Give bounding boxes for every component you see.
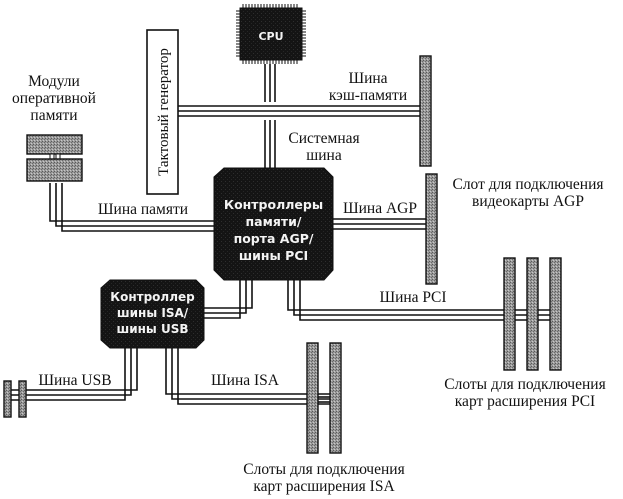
- memory-bus-label: Шина памяти: [97, 201, 189, 218]
- isa-slot-2: [329, 342, 342, 454]
- pci-bus-lines: [287, 280, 560, 321]
- ram-module-2: [26, 158, 83, 182]
- nb-sb-link-lines: [196, 280, 253, 319]
- south-bridge-label: Контроллер шины ISA/ шины USB: [110, 290, 195, 336]
- north-bridge-label: Контроллеры памяти/ порта AGP/ шины PCI: [223, 197, 324, 263]
- usb-ports: [3, 380, 27, 418]
- clock-generator-box: [146, 29, 179, 195]
- north-bridge-chip: [213, 167, 334, 281]
- usb-port-2: [18, 380, 27, 418]
- memory-bus-lines: [49, 183, 214, 232]
- cache-bus-lines: [178, 105, 420, 117]
- cache-bus-label: Шина кэш-памяти: [328, 70, 408, 104]
- isa-bus-label: Шина ISA: [211, 372, 279, 389]
- pci-slot-3: [549, 257, 562, 371]
- pci-slots-label: Слоты для подключения карт расширения PC…: [444, 376, 606, 410]
- cpu-pin-lines: [264, 64, 276, 102]
- pci-bus-label: Шина PCI: [379, 289, 447, 306]
- agp-bus-lines: [333, 218, 426, 230]
- usb-port-1: [3, 380, 12, 418]
- isa-bus-lines: [165, 348, 330, 405]
- clock-generator-label: Тактовый генератор: [156, 48, 172, 176]
- agp-slot-label: Слот для подключения видеокарты AGP: [452, 176, 604, 210]
- cpu-chip: CPU: [236, 4, 306, 64]
- south-bridge-chip: [100, 279, 205, 349]
- isa-slot-1: [306, 342, 319, 454]
- usb-bus-lines: [10, 348, 138, 401]
- pci-slots: [503, 257, 562, 371]
- agp-bus-label: Шина AGP: [343, 200, 417, 217]
- ram-modules: [26, 134, 83, 182]
- pci-slot-1: [503, 257, 516, 371]
- isa-slots: [306, 342, 342, 454]
- system-bus-lines: [264, 120, 276, 170]
- agp-slot: [425, 173, 438, 285]
- cache-slot: [419, 55, 432, 167]
- ram-modules-label: Модули оперативной памяти: [12, 73, 96, 124]
- usb-bus-label: Шина USB: [38, 372, 112, 389]
- system-bus-label: Системная шина: [288, 130, 360, 164]
- ram-module-1: [26, 134, 83, 155]
- isa-slots-label: Слоты для подключения карт расширения IS…: [243, 461, 405, 495]
- pci-slot-2: [526, 257, 539, 371]
- cpu-label: CPU: [258, 30, 283, 43]
